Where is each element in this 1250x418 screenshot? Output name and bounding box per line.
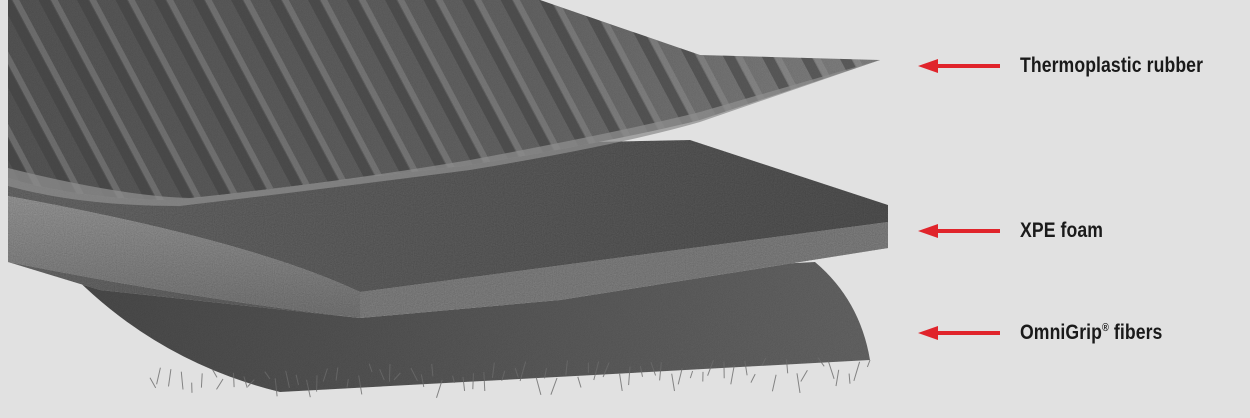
registered-mark: ® [1102, 322, 1109, 334]
callout-omnigrip-fibers: OmniGrip® fibers [918, 318, 1190, 348]
callout-label: Thermoplastic rubber [1020, 54, 1203, 78]
left-arrow-icon [918, 326, 1000, 340]
label-suffix: fibers [1109, 321, 1163, 344]
left-arrow-icon [918, 59, 1000, 73]
callout-thermoplastic-rubber: Thermoplastic rubber [918, 51, 1238, 81]
brand-name: OmniGrip [1020, 321, 1102, 344]
left-arrow-icon [918, 224, 1000, 238]
callout-label: OmniGrip® fibers [1020, 321, 1162, 345]
callout-label: XPE foam [1020, 219, 1103, 243]
callout-xpe-foam: XPE foam [918, 216, 1119, 246]
